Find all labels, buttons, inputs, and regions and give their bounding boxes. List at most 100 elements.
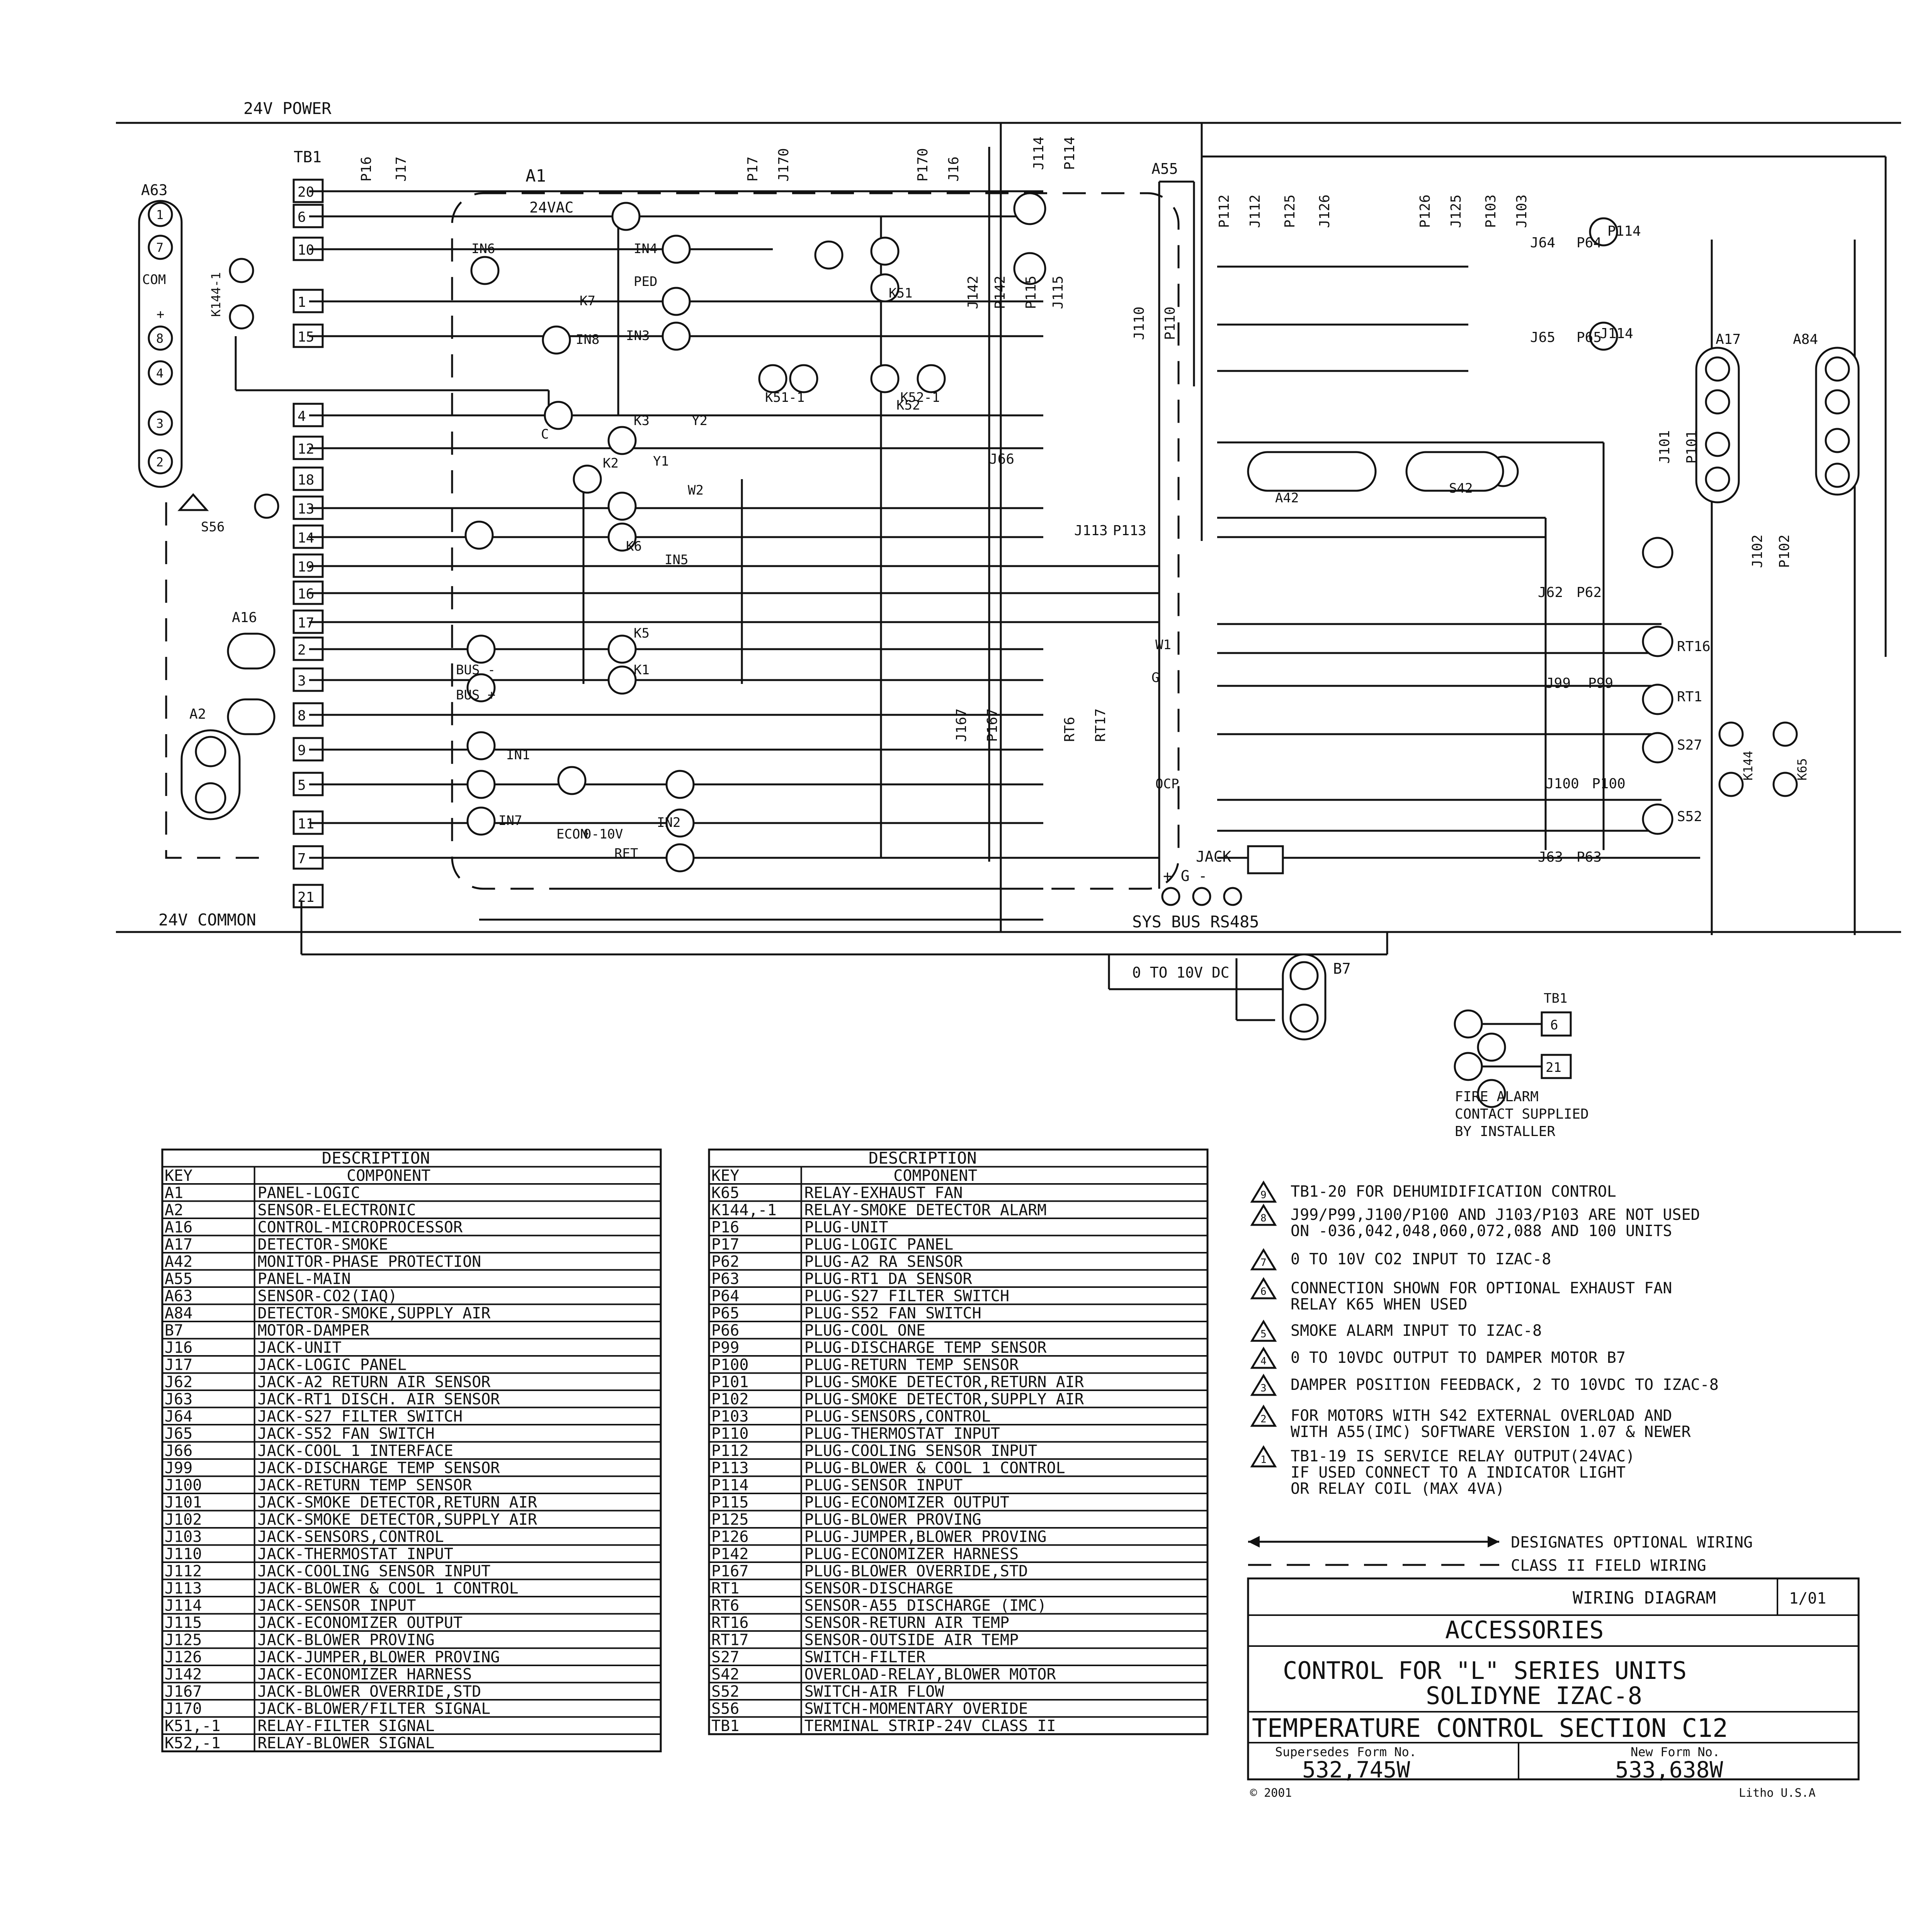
table-row-component: SWITCH-MOMENTARY OVERIDE xyxy=(804,1700,1028,1718)
table-row-component: SENSOR-A55 DISCHARGE (IMC) xyxy=(804,1597,1047,1615)
table-row-component: RELAY-EXHAUST FAN xyxy=(804,1184,963,1202)
table-row-key: A17 xyxy=(165,1236,192,1253)
table-row-key: RT17 xyxy=(711,1631,748,1649)
table-row-component: PLUG-ECONOMIZER HARNESS xyxy=(804,1545,1019,1563)
table-row-component: JACK-RETURN TEMP SENSOR xyxy=(258,1476,472,1494)
k144-1-relay: K144-1 xyxy=(209,258,254,330)
table-comp-header: COMPONENT xyxy=(893,1167,977,1185)
note-number: 5 xyxy=(1260,1328,1267,1340)
a1-input-label: K7 xyxy=(580,293,595,309)
table-row-key: K51,-1 xyxy=(165,1717,221,1735)
connector-label: J65 xyxy=(1530,330,1555,345)
table-row-component: SENSOR-DISCHARGE xyxy=(804,1580,954,1597)
connector-label: RT6 xyxy=(1062,717,1078,742)
a1-input-label: IN2 xyxy=(657,815,680,830)
note-triangle-icon xyxy=(1250,1347,1277,1369)
tb1-terminal-label: 3 xyxy=(298,673,306,689)
a1-input-label: PED xyxy=(634,274,657,289)
table-row-key: S56 xyxy=(711,1700,739,1718)
table-row-key: J101 xyxy=(165,1494,202,1512)
table-row-component: JACK-SMOKE DETECTOR,SUPPLY AIR xyxy=(258,1511,537,1529)
table-row-component: PLUG-BLOWER OVERRIDE,STD xyxy=(804,1563,1028,1580)
table-row-component: JACK-BLOWER OVERRIDE,STD xyxy=(258,1683,481,1701)
tb-line3: TEMPERATURE CONTROL SECTION C12 xyxy=(1252,1713,1728,1743)
a63-pin xyxy=(148,235,173,260)
table-row-key: J113 xyxy=(165,1580,202,1597)
table-row-component: PLUG-SENSOR INPUT xyxy=(804,1476,963,1494)
table-row-key: J100 xyxy=(165,1476,202,1494)
table-row-key: J63 xyxy=(165,1391,192,1408)
table-row-component: PLUG-RT1 DA SENSOR xyxy=(804,1270,973,1288)
table-row-component: PLUG-ECONOMIZER OUTPUT xyxy=(804,1494,1009,1512)
a1-input-label: K51-1 xyxy=(765,390,804,405)
note-number: 6 xyxy=(1260,1286,1267,1298)
fire-text-3: BY INSTALLER xyxy=(1455,1124,1555,1139)
sysbus-jack-label: JACK xyxy=(1196,848,1231,865)
table-row-component: DETECTOR-SMOKE xyxy=(258,1236,388,1253)
table-row-key: J110 xyxy=(165,1545,202,1563)
k144-k65-relays: K144 K65 xyxy=(1718,721,1810,797)
tb1-terminal-box xyxy=(293,466,324,491)
a63-com-label: COM xyxy=(142,272,166,287)
connector-label: J63 xyxy=(1538,849,1563,865)
table-row-component: PLUG-SMOKE DETECTOR,RETURN AIR xyxy=(804,1373,1084,1391)
table-row-key: J170 xyxy=(165,1700,202,1718)
fire-text-2: CONTACT SUPPLIED xyxy=(1455,1106,1589,1122)
table-row-key: K144,-1 xyxy=(711,1201,777,1219)
table-row-key: J114 xyxy=(165,1597,202,1615)
connector-label: P114 xyxy=(1607,223,1641,239)
s56-switch: S56 xyxy=(177,493,224,535)
tb1-terminal-label: 4 xyxy=(298,408,306,424)
table-row-component: SENSOR-ELECTRONIC xyxy=(258,1201,416,1219)
a63-pin xyxy=(148,360,173,386)
table-row-component: JACK-JUMPER,BLOWER PROVING xyxy=(258,1648,500,1666)
table-row-key: A16 xyxy=(165,1219,192,1236)
a1-input-label: K2 xyxy=(603,456,619,471)
tb1-terminal-box xyxy=(293,884,324,908)
table-row-key: J112 xyxy=(165,1563,202,1580)
table-title: DESCRIPTION xyxy=(322,1149,430,1168)
table-row-key: B7 xyxy=(165,1322,183,1340)
table-row-key: J167 xyxy=(165,1683,202,1701)
table-comp-header: COMPONENT xyxy=(347,1167,430,1185)
note-number: 7 xyxy=(1260,1257,1267,1269)
table-row-component: CONTROL-MICROPROCESSOR xyxy=(258,1219,463,1236)
a63-pin xyxy=(148,410,173,436)
connector-label: P115 xyxy=(1023,276,1039,309)
connector-label: S52 xyxy=(1677,809,1702,825)
connector-label: P63 xyxy=(1577,849,1602,865)
connector-label: P62 xyxy=(1577,585,1602,600)
table-row-key: P17 xyxy=(711,1236,739,1253)
connector-label: J142 xyxy=(965,276,981,309)
a1-input-label: C xyxy=(541,427,549,442)
table-row-key: A63 xyxy=(165,1287,192,1305)
tb-kind: WIRING DIAGRAM xyxy=(1573,1588,1716,1608)
connector-label: P142 xyxy=(992,276,1008,309)
tb-copyright: © 2001 xyxy=(1250,1786,1292,1800)
table-row-key: P102 xyxy=(711,1391,748,1408)
note-text: CONNECTION SHOWN FOR OPTIONAL EXHAUST FA… xyxy=(1291,1279,1672,1297)
note-text: DAMPER POSITION FEEDBACK, 2 TO 10VDC TO … xyxy=(1291,1376,1719,1394)
tb1-terminal-label: 2 xyxy=(298,642,306,658)
table-row-component: PLUG-SENSORS,CONTROL xyxy=(804,1408,991,1425)
a1-input-label: Y1 xyxy=(653,454,669,469)
table-row-component: PLUG-SMOKE DETECTOR,SUPPLY AIR xyxy=(804,1391,1084,1408)
table-row-component: PLUG-S52 FAN SWITCH xyxy=(804,1304,981,1322)
power-rails: 24V POWER 24V COMMON xyxy=(116,99,1901,933)
table-row-component: PLUG-JUMPER,BLOWER PROVING xyxy=(804,1528,1047,1546)
connector-label: J125 xyxy=(1448,194,1464,228)
table-row-component: PLUG-LOGIC PANEL xyxy=(804,1236,954,1253)
table-frame xyxy=(161,1148,662,1752)
connector-label: P112 xyxy=(1216,194,1232,228)
table-row-component: JACK-DISCHARGE TEMP SENSOR xyxy=(258,1459,500,1477)
s42-overload: S42 xyxy=(1405,451,1504,496)
table-row-key: J126 xyxy=(165,1648,202,1666)
table-row-component: JACK-COOLING SENSOR INPUT xyxy=(258,1563,491,1580)
table-row-component: JACK-THERMOSTAT INPUT xyxy=(258,1545,453,1563)
table-row-key: TB1 xyxy=(711,1717,739,1735)
